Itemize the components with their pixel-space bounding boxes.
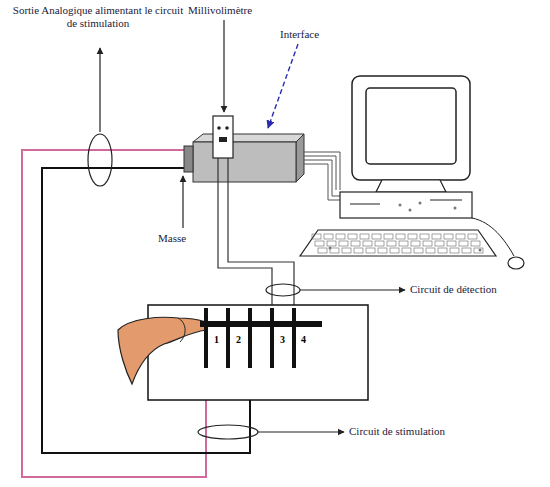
wire-bundle-ring — [88, 134, 112, 186]
detection-wire — [218, 158, 272, 306]
leader-arrow — [182, 176, 183, 228]
electrode — [204, 308, 296, 368]
callout-number: 1 — [213, 334, 220, 346]
interface-box — [193, 134, 304, 142]
millivoltmeter — [213, 116, 233, 158]
part-label: Interface — [280, 28, 319, 41]
wire-bundle-ring — [266, 284, 300, 296]
leader-arrow — [300, 289, 405, 290]
wire-bundle-ring — [198, 425, 258, 439]
leader-arrow — [223, 20, 224, 112]
signal-label: Sortie Analogique alimentant le circuit … — [8, 4, 188, 29]
data-cable — [304, 152, 340, 200]
leader-arrow — [268, 44, 298, 128]
interface-box — [296, 134, 304, 182]
nerve-rod — [200, 321, 322, 327]
connector-plug — [184, 146, 193, 172]
leader-arrow — [99, 48, 100, 132]
nerve — [118, 317, 206, 384]
part-label: Millivolimètre — [188, 4, 252, 17]
circuit-label: Circuit de détection — [410, 283, 497, 296]
computer — [300, 76, 524, 269]
callout-number: 2 — [235, 334, 242, 346]
circuit-label: Circuit de stimulation — [349, 425, 445, 438]
callout-number: 3 — [279, 334, 286, 346]
leader-arrow — [258, 431, 344, 432]
part-label: Masse — [158, 232, 186, 245]
callout-number: 4 — [300, 334, 307, 346]
interface-box — [193, 142, 296, 182]
